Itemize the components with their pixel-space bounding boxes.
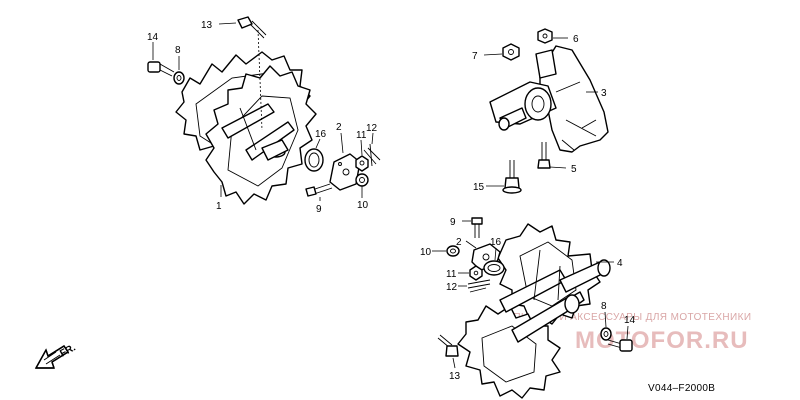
callout-16-left: 16 <box>315 129 327 140</box>
clip-12-left <box>363 143 381 167</box>
gear-case-part-3 <box>489 45 609 153</box>
callout-11-right: 11 <box>446 269 457 280</box>
bolt-14-right <box>607 339 633 352</box>
washer-10-right <box>446 245 460 257</box>
callout-13-top: 13 <box>201 20 213 31</box>
tine-left-part-1 <box>175 51 317 205</box>
nut-7 <box>502 43 520 61</box>
callout-6: 6 <box>573 34 579 45</box>
bolt-13-bottom <box>437 334 459 357</box>
nut-6 <box>537 28 553 44</box>
diagram-code: V044–F2000B <box>648 383 715 394</box>
callout-2-left: 2 <box>336 122 342 133</box>
callout-2-right: 2 <box>456 237 462 248</box>
callout-3: 3 <box>601 88 607 99</box>
callout-7: 7 <box>472 51 478 62</box>
collar-2-left <box>329 153 361 191</box>
callout-14-top: 14 <box>147 32 159 43</box>
callout-16-right: 16 <box>490 237 502 248</box>
nut-11-left <box>355 155 369 172</box>
bolt-9-right <box>471 217 483 238</box>
callout-12-right: 12 <box>446 282 458 293</box>
bolt-15 <box>502 160 522 194</box>
callout-10-right: 10 <box>420 247 432 258</box>
washer-10-left <box>355 173 369 187</box>
callout-14-right: 14 <box>624 315 636 326</box>
callout-1: 1 <box>216 201 222 212</box>
o-ring-16-right <box>483 260 505 276</box>
callout-12-left: 12 <box>366 123 378 134</box>
nut-11-right <box>469 265 483 281</box>
callout-8-right: 8 <box>601 301 607 312</box>
washer-8-top <box>173 71 185 85</box>
bolt-13-top <box>237 16 267 39</box>
callout-11-left: 11 <box>356 130 367 141</box>
front-direction-arrow-icon <box>34 345 69 369</box>
callout-9-left: 9 <box>316 204 322 215</box>
callout-13-bottom: 13 <box>449 371 461 382</box>
washer-8-right <box>600 327 612 341</box>
bolt-9-left <box>305 183 333 197</box>
callout-9-right: 9 <box>450 217 456 228</box>
callout-8-top: 8 <box>175 45 181 56</box>
bolt-14-top <box>147 61 175 77</box>
o-ring-16-left <box>304 148 324 172</box>
bolt-5 <box>537 142 551 169</box>
watermark-tagline: ЗАПЧАСТИ И АКСЕССУАРЫ ДЛЯ МОТОТЕХНИКИ <box>500 312 751 323</box>
callout-5: 5 <box>571 164 577 175</box>
callout-10-left: 10 <box>357 200 369 211</box>
tine-right-part-4 <box>457 223 611 399</box>
callout-15: 15 <box>473 182 485 193</box>
front-direction-label: FR. <box>58 342 78 359</box>
clip-12-right <box>467 279 491 293</box>
callout-4: 4 <box>617 258 623 269</box>
